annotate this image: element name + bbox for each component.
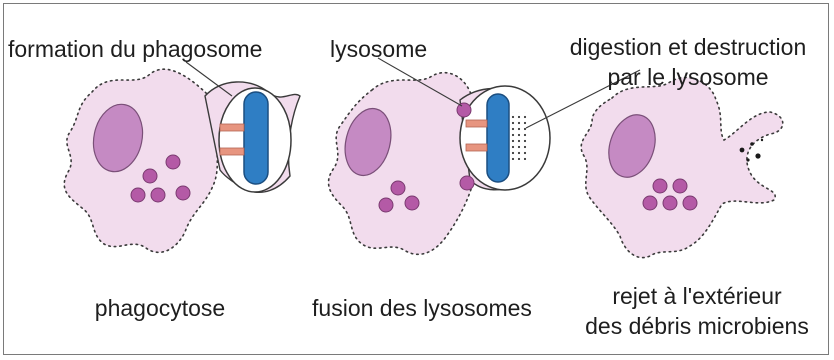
caption-rejet-line1: rejet à l'extérieur (566, 283, 828, 309)
attachment-bar (466, 144, 487, 151)
bacterium (244, 92, 268, 184)
attachment-bar (466, 120, 487, 127)
cell-stage3 (581, 77, 783, 257)
caption-rejet-line2: des débris microbiens (566, 313, 828, 339)
label-formation: formation du phagosome (8, 36, 262, 62)
cell-body (581, 77, 783, 257)
attachment-bar (220, 124, 244, 131)
caption-phagocytose: phagocytose (60, 295, 260, 321)
cell-body (64, 69, 218, 252)
label-digestion-line2: par le lysosome (548, 64, 828, 90)
label-digestion-line1: digestion et destruction (548, 34, 828, 60)
bacterium (487, 94, 509, 182)
label-lysosome: lysosome (330, 36, 427, 62)
caption-fusion: fusion des lysosomes (292, 295, 552, 321)
attachment-bar (220, 148, 244, 155)
cell-stage1 (64, 62, 300, 252)
digestion-zone (510, 112, 528, 160)
